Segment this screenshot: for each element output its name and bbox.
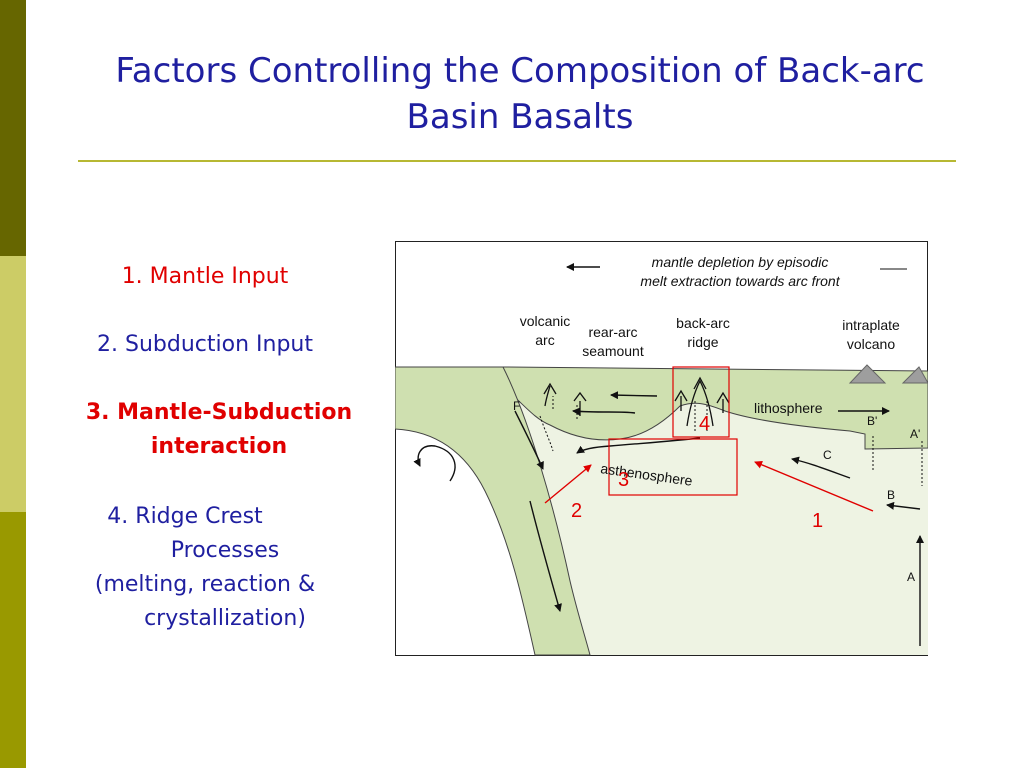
title-underline bbox=[78, 160, 956, 162]
list-item-ridge-crest-line1: 4. Ridge Crest bbox=[107, 504, 263, 529]
wedge-arrow-mid bbox=[576, 437, 701, 454]
arrow-B bbox=[886, 501, 921, 510]
slide-title-line1: Factors Controlling the Composition of B… bbox=[115, 51, 925, 91]
list-item-subduction-input: 2. Subduction Input bbox=[97, 332, 313, 357]
volcano-edge-icon bbox=[901, 366, 929, 384]
arrow-C bbox=[791, 456, 851, 479]
arc-up-arrow-1 bbox=[544, 385, 551, 407]
ridge-upwelling bbox=[686, 379, 714, 427]
ridge-upwelling-head bbox=[693, 376, 707, 390]
back-arc-diagram: mantle depletion by episodic melt extrac… bbox=[394, 241, 929, 656]
overriding-lithosphere bbox=[502, 366, 929, 450]
label-F: F bbox=[513, 399, 520, 413]
label-A: A bbox=[907, 570, 915, 584]
number-1: 1 bbox=[812, 510, 823, 532]
asthenosphere-box-3 bbox=[608, 438, 738, 496]
number-3: 3 bbox=[618, 469, 629, 491]
wedge-arrow-top bbox=[610, 391, 658, 400]
slide-title: Factors Controlling the Composition of B… bbox=[40, 48, 1000, 140]
ridge-side-arrow-2-head bbox=[716, 391, 730, 404]
rear-arc-label-2: seamount bbox=[582, 343, 644, 359]
list-item-mantle-subduction-line2: interaction bbox=[150, 434, 288, 459]
lithosphere-label: lithosphere bbox=[754, 400, 823, 416]
seamount-arrow-head bbox=[573, 391, 587, 402]
label-B-prime: B' bbox=[867, 414, 877, 428]
sidebar-band-dark bbox=[0, 0, 26, 256]
intraplate-label-1: intraplate bbox=[842, 317, 900, 333]
slab-arrow-lower bbox=[529, 500, 562, 612]
list-item-ridge-crest-line3: (melting, reaction & bbox=[94, 572, 316, 597]
slide-title-line2: Basin Basalts bbox=[406, 97, 634, 137]
list-item-mantle-input: 1. Mantle Input bbox=[121, 264, 289, 289]
back-arc-label-1: back-arc bbox=[676, 315, 730, 331]
list-item-ridge-crest-line4: crystallization) bbox=[144, 606, 306, 631]
number-2: 2 bbox=[571, 500, 582, 522]
label-A-prime: A' bbox=[910, 427, 920, 441]
rear-arc-label-1: rear-arc bbox=[588, 324, 637, 340]
ridge-side-arrow-1-head bbox=[674, 389, 688, 402]
caption-line2: melt extraction towards arc front bbox=[640, 273, 840, 289]
list-item-mantle-subduction-line1: 3. Mantle-Subduction bbox=[85, 400, 353, 425]
volcanic-arc-label-1: volcanic bbox=[520, 313, 571, 329]
label-B: B bbox=[887, 488, 895, 502]
intraplate-volcano-icon bbox=[848, 364, 887, 384]
red-arrow-1 bbox=[754, 460, 874, 512]
subducting-slab bbox=[394, 366, 591, 656]
slab-dotted bbox=[539, 415, 554, 452]
caption-line1: mantle depletion by episodic bbox=[652, 254, 829, 270]
wedge-arrow-left bbox=[572, 407, 636, 416]
sidebar-band-mid bbox=[0, 512, 26, 768]
list-item-ridge-crest-line2: Processes bbox=[170, 538, 280, 563]
number-4: 4 bbox=[699, 413, 710, 435]
red-arrow-2 bbox=[544, 464, 592, 504]
corner-flow-arrow bbox=[413, 445, 456, 482]
slab-arrow-upper bbox=[514, 410, 544, 470]
back-arc-label-2: ridge bbox=[687, 334, 718, 350]
sidebar-band-light bbox=[0, 256, 26, 512]
intraplate-label-2: volcano bbox=[847, 336, 895, 352]
label-C: C bbox=[823, 448, 832, 462]
ridge-box-4 bbox=[672, 366, 730, 438]
volcanic-arc-label-2: arc bbox=[535, 332, 554, 348]
sidebar-decoration bbox=[0, 0, 26, 768]
arc-up-arrow-1-head bbox=[543, 382, 557, 395]
